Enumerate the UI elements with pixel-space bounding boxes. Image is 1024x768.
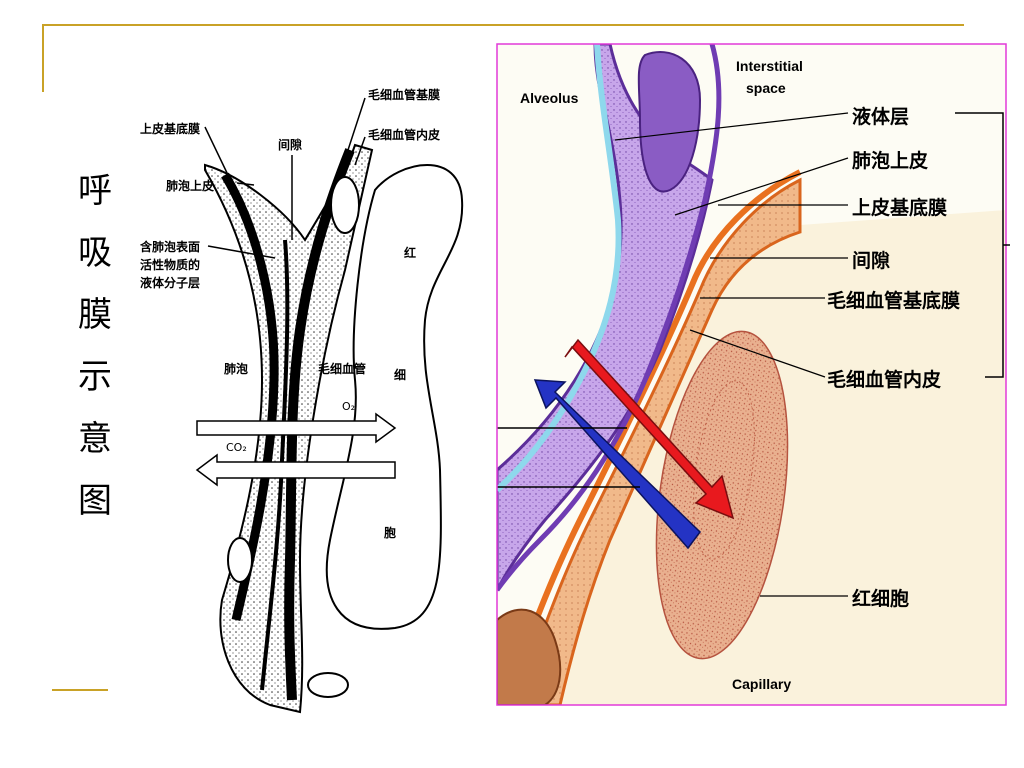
- nucleus: [307, 672, 349, 698]
- leader-line: [236, 182, 255, 186]
- title-char: 意: [78, 419, 112, 459]
- fluid-layer: [497, 44, 622, 493]
- label-epithelial-basement: 上皮基底膜: [140, 122, 201, 136]
- label-interstitial: 间隙: [278, 138, 303, 152]
- leader-line: [689, 329, 826, 378]
- capillary-basement-membrane: [502, 169, 802, 705]
- label-alveolus-cn: 肺泡: [224, 362, 249, 376]
- label-capillary-basement: 毛细血管基膜: [368, 88, 441, 102]
- slide-title: 呼 吸 膜 示 意 图: [72, 160, 118, 532]
- leader-line: [354, 136, 366, 166]
- label-rbc-r: 红细胞: [852, 588, 910, 610]
- slide-left-rule: [42, 24, 44, 92]
- leader-line: [674, 157, 849, 216]
- label-alveolar-epithelium: 肺泡上皮: [166, 179, 215, 193]
- label-alveolus-en: Alveolus: [520, 90, 579, 106]
- label-surfactant-2: 活性物质的: [140, 258, 201, 272]
- leader-line: [614, 112, 849, 141]
- label-rbc-char: 细: [394, 368, 407, 382]
- title-char: 吸: [78, 233, 112, 273]
- label-interstitial-en-2: space: [746, 80, 786, 96]
- label-surfactant-1: 含肺泡表面: [140, 240, 201, 254]
- label-interstitial-r: 间隙: [852, 250, 891, 272]
- nucleus: [227, 537, 253, 583]
- label-alveolar-epithelium-r: 肺泡上皮: [852, 150, 929, 172]
- label-interstitial-en-1: Interstitial: [736, 58, 803, 74]
- leader-line: [347, 97, 366, 151]
- epithelial-nucleus: [637, 51, 702, 193]
- o2-red-arrow-shape: [564, 338, 735, 520]
- epithelial-basement-membrane: [497, 44, 722, 592]
- co2-blue-arrow: [533, 379, 701, 550]
- label-capillary-en: Capillary: [732, 676, 792, 692]
- left-red-blood-cell: [325, 164, 464, 630]
- label-rbc-char: 红: [404, 246, 417, 260]
- label-capillary-cn: 毛细血管: [318, 362, 367, 376]
- co2-arrow: [195, 453, 396, 487]
- slide-top-rule: [42, 24, 964, 26]
- label-surfactant-3: 液体分子层: [140, 276, 201, 290]
- label-epithelial-basement-r: 上皮基底膜: [852, 197, 948, 219]
- title-char: 呼: [78, 171, 112, 211]
- label-fluid-layer: 液体层: [852, 106, 910, 128]
- rbc-center: [693, 380, 755, 560]
- label-capillary-endothelium-r: 毛细血管内皮: [827, 369, 942, 391]
- interstitial-line: [260, 239, 290, 691]
- title-char: 示: [78, 357, 112, 397]
- label-rbc-char: 胞: [384, 526, 397, 540]
- nucleus: [330, 176, 360, 234]
- label-capillary-endothelium: 毛细血管内皮: [368, 128, 441, 142]
- title-char: 图: [78, 481, 112, 521]
- tissue-bottom-left: [497, 608, 562, 705]
- co2-blue-arrow-shape: [533, 379, 701, 550]
- leader-line: [207, 245, 276, 259]
- o2-arrow: [196, 412, 397, 444]
- label-capillary-basement-r: 毛细血管基底膜: [827, 290, 961, 312]
- title-char: 膜: [78, 295, 112, 335]
- right-frame: [496, 43, 1007, 706]
- leader-line: [204, 126, 229, 176]
- label-co2: CO₂: [226, 441, 247, 454]
- label-o2: O₂: [342, 400, 356, 413]
- o2-red-arrow: [564, 338, 735, 520]
- capillary-endothelium: [513, 177, 802, 705]
- slide-bottom-rule: [52, 689, 108, 691]
